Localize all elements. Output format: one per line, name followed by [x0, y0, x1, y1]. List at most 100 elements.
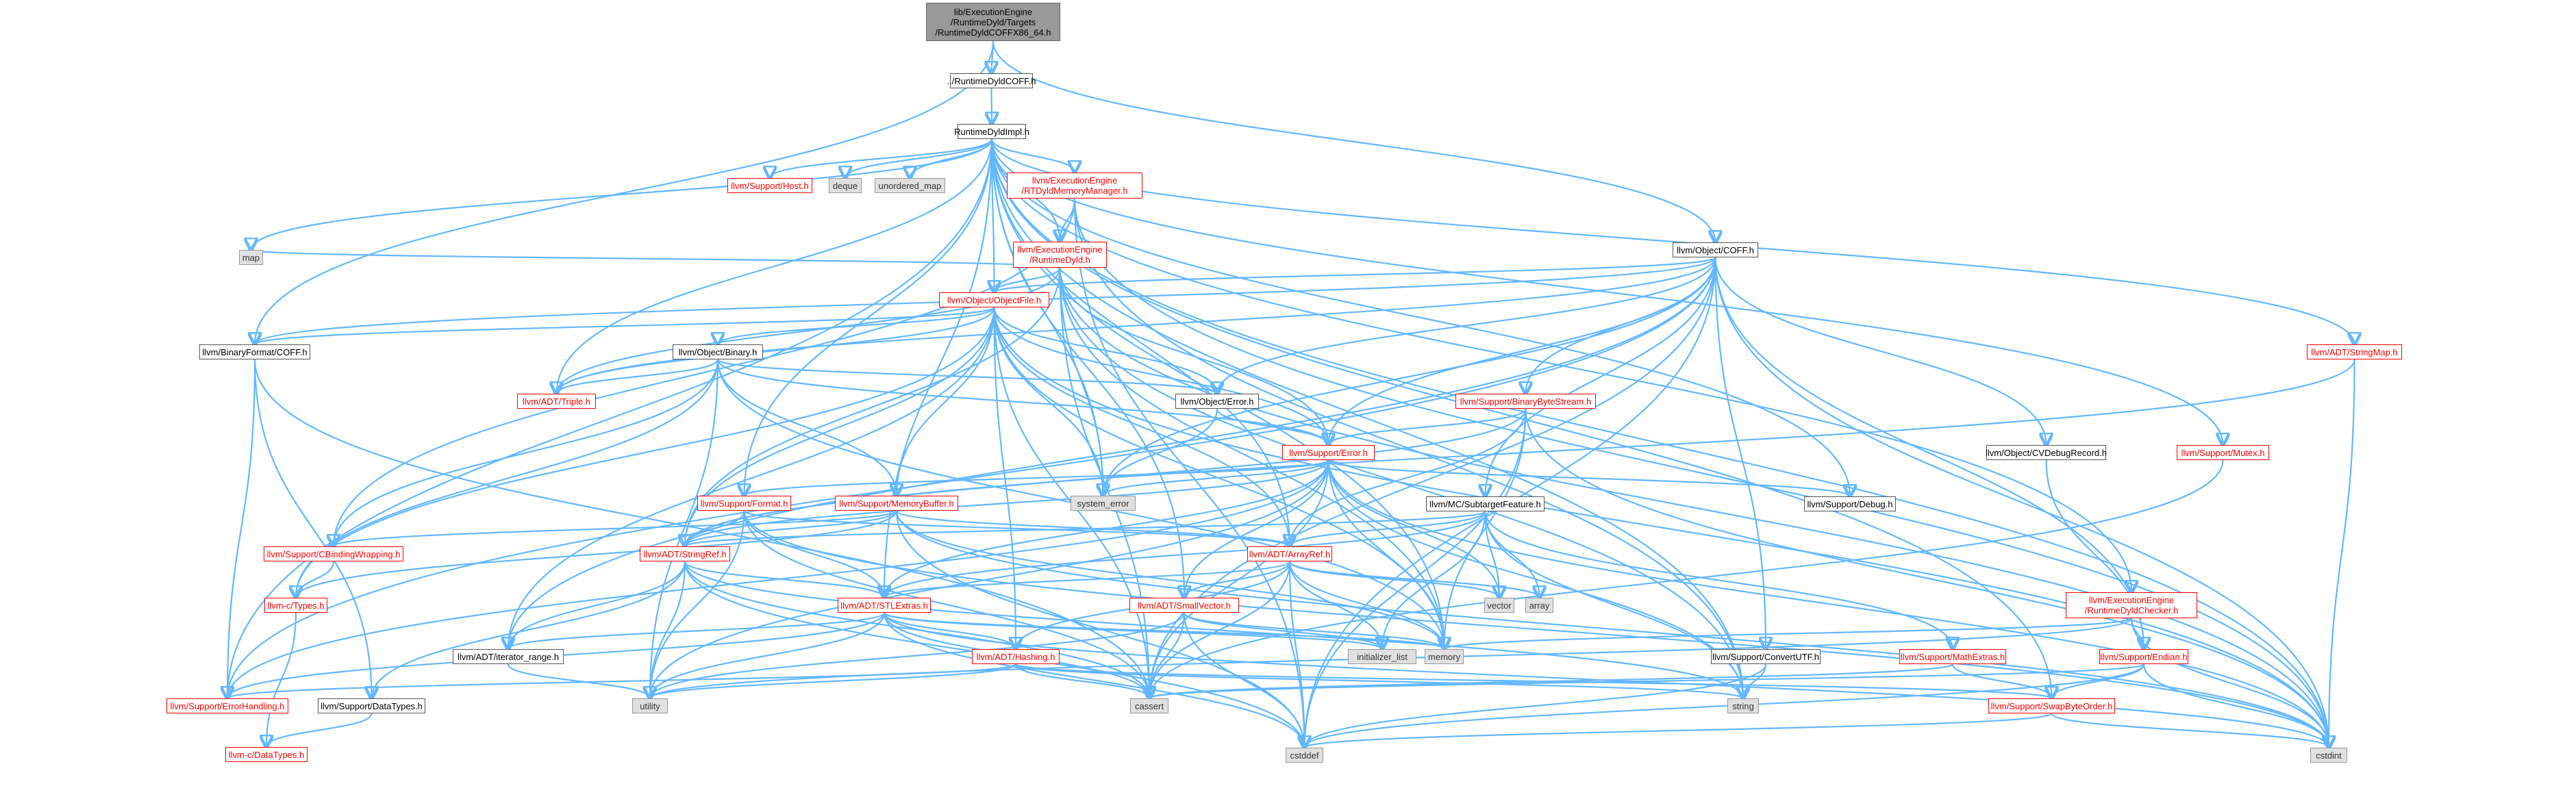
node-endian[interactable]: llvm/Support/Endian.h [2099, 649, 2188, 664]
edge-objcoff-to-iterrange [508, 257, 1716, 649]
edge-objcoff-to-cvdebug [1714, 257, 2047, 445]
edge-endian-to-cstddef [1305, 663, 2145, 748]
edge-rtd-to-supperror [1059, 267, 1329, 445]
edge-objfile-to-objbinary [718, 307, 995, 344]
edge-rtd-to-map [251, 250, 1061, 269]
edge-rtdchecker-to-cstdint [2130, 618, 2329, 748]
node-cdatatypes[interactable]: llvm-c/DataTypes.h [225, 747, 308, 762]
node-mutex[interactable]: llvm/Support/Mutex.h [2177, 445, 2269, 460]
node-objfile[interactable]: llvm/Object/ObjectFile.h [939, 292, 1049, 307]
node-cvdebug[interactable]: llvm/Object/CVDebugRecord.h [1986, 445, 2107, 460]
node-cstddef: cstddef [1286, 748, 1323, 763]
edge-supperror-to-smallvec [1184, 459, 1329, 598]
edge-datatypes-to-cdatatypes [266, 713, 373, 747]
node-ctypes[interactable]: llvm-c/Types.h [264, 598, 327, 613]
node-cbind[interactable]: llvm/Support/CBindingWrapping.h [264, 546, 403, 561]
edge-stringref-to-utility [650, 561, 686, 698]
edge-membuf-to-cbind [334, 509, 898, 546]
edge-membuf-to-cstdint [895, 510, 2329, 748]
edge-smallvec-to-utility [650, 612, 1186, 698]
edge-stringmap-to-cstdint [2329, 359, 2355, 748]
node-mathext[interactable]: llvm/Support/MathExtras.h [1899, 649, 2006, 664]
node-bbs[interactable]: llvm/Support/BinaryByteStream.h [1455, 394, 1596, 409]
edge-mcsub-to-mathext [1484, 511, 1953, 649]
node-stringmap[interactable]: llvm/ADT/StringMap.h [2307, 344, 2402, 359]
edge-rtdimpl-to-stringmap [990, 138, 2355, 344]
node-rtdcoff[interactable]: ../RuntimeDyldCOFF.h [947, 73, 1036, 88]
edge-mcsub-to-vector [1484, 511, 1500, 598]
edge-mcsub-to-stlext [884, 511, 1486, 598]
node-host[interactable]: llvm/Support/Host.h [727, 178, 812, 193]
edge-objfile-to-triple [557, 307, 995, 394]
edge-supperror-to-format [745, 459, 1329, 496]
edge-rtd-to-triple [557, 267, 1061, 394]
edge-objbinary-to-triple [557, 359, 719, 394]
edge-objcoff-to-objerror [1217, 257, 1716, 394]
edge-objfile-to-syserr [993, 307, 1103, 496]
node-triple[interactable]: llvm/ADT/Triple.h [517, 394, 596, 409]
node-format[interactable]: llvm/Support/Format.h [697, 496, 791, 511]
edge-stlext-to-cstddef [883, 612, 1305, 748]
edge-supperror-to-stringref [685, 459, 1329, 546]
edge-objfile-to-bfcoff [255, 306, 995, 344]
node-rtdmm[interactable]: llvm/ExecutionEngine /RTDyldMemoryManage… [1007, 173, 1142, 199]
edge-mutex-to-cassert [1149, 459, 2224, 698]
node-objbinary[interactable]: llvm/Object/Binary.h [673, 344, 763, 359]
edge-hashing-to-string [1014, 663, 1743, 698]
edge-rtdmm-to-cbind [334, 198, 1076, 546]
edge-arrayref-to-smallvec [1184, 561, 1291, 598]
edge-format-to-arrayref [743, 509, 1290, 546]
node-stringref[interactable]: llvm/ADT/StringRef.h [640, 546, 730, 561]
edge-rtdimpl-to-smallvec [990, 138, 1184, 598]
edge-arrayref-to-array [1288, 561, 1540, 598]
node-string: string [1727, 698, 1759, 713]
edge-smallvec-to-memory [1183, 612, 1445, 649]
edge-stringref-to-iterrange [508, 561, 686, 649]
node-swapbyte[interactable]: llvm/Support/SwapByteOrder.h [1988, 698, 2115, 713]
edge-supperror-to-syserr [1103, 459, 1329, 496]
node-vector: vector [1484, 598, 1514, 613]
node-objcoff[interactable]: llvm/Object/COFF.h [1673, 242, 1758, 257]
node-stlext[interactable]: llvm/ADT/STLExtras.h [838, 598, 931, 613]
node-debug[interactable]: llvm/Support/Debug.h [1804, 496, 1896, 511]
node-iterrange[interactable]: llvm/ADT/iterator_range.h [453, 649, 564, 664]
edge-rtdimpl-to-host [770, 138, 993, 178]
edge-mcsub-to-arrayref [1290, 511, 1486, 546]
node-root[interactable]: lib/ExecutionEngine /RuntimeDyld/Targets… [926, 3, 1060, 41]
edge-rtd-to-cassert [1059, 267, 1150, 698]
node-convutf[interactable]: llvm/Support/ConvertUTF.h [1711, 649, 1821, 664]
edge-stlext-to-memory [883, 611, 1445, 649]
node-mcsub[interactable]: llvm/MC/SubtargetFeature.h [1426, 496, 1545, 511]
node-supperror[interactable]: llvm/Support/Error.h [1282, 445, 1375, 460]
edge-objfile-to-membuf [897, 307, 995, 496]
node-hashing[interactable]: llvm/ADT/Hashing.h [972, 649, 1060, 664]
edge-bbs-to-cstddef [1305, 408, 1527, 748]
edge-objbinary-to-cbind [334, 359, 719, 546]
node-rtdimpl[interactable]: RuntimeDyldImpl.h [954, 124, 1029, 139]
node-memory: memory [1425, 649, 1464, 664]
edge-bbs-to-arrayref [1290, 408, 1527, 546]
edge-objcoff-to-objfile [995, 256, 1716, 292]
edge-stlext-to-iterrange [508, 611, 886, 649]
node-rtdchecker[interactable]: llvm/ExecutionEngine /RuntimeDyldChecker… [2066, 592, 2197, 618]
node-smallvec[interactable]: llvm/ADT/SmallVector.h [1129, 598, 1239, 613]
node-objerror[interactable]: llvm/Object/Error.h [1175, 394, 1259, 409]
node-datatypes[interactable]: llvm/Support/DataTypes.h [318, 698, 425, 713]
node-bfcoff[interactable]: llvm/BinaryFormat/COFF.h [199, 344, 310, 359]
node-umap: unordered_map [875, 178, 945, 193]
edge-rtdimpl-to-errhand [227, 138, 993, 698]
node-arrayref[interactable]: llvm/ADT/ArrayRef.h [1247, 546, 1332, 561]
edge-rtdimpl-to-mutex [990, 138, 2223, 445]
node-rtd[interactable]: llvm/ExecutionEngine /RuntimeDyld.h [1013, 242, 1107, 268]
edge-root-to-objcoff [992, 40, 1716, 242]
edge-objbinary-to-objerror [716, 358, 1217, 394]
node-errhand[interactable]: llvm/Support/ErrorHandling.h [166, 698, 288, 713]
edge-objcoff-to-convutf [1714, 257, 1766, 649]
node-membuf[interactable]: llvm/Support/MemoryBuffer.h [835, 496, 958, 511]
edge-objfile-to-cstdint [993, 307, 2329, 748]
edge-arrayref-to-initlist [1288, 561, 1382, 649]
edge-objbinary-to-utility [650, 359, 719, 698]
edge-arrayref-to-vector [1288, 561, 1499, 598]
edge-stringref-to-string [684, 561, 1743, 698]
